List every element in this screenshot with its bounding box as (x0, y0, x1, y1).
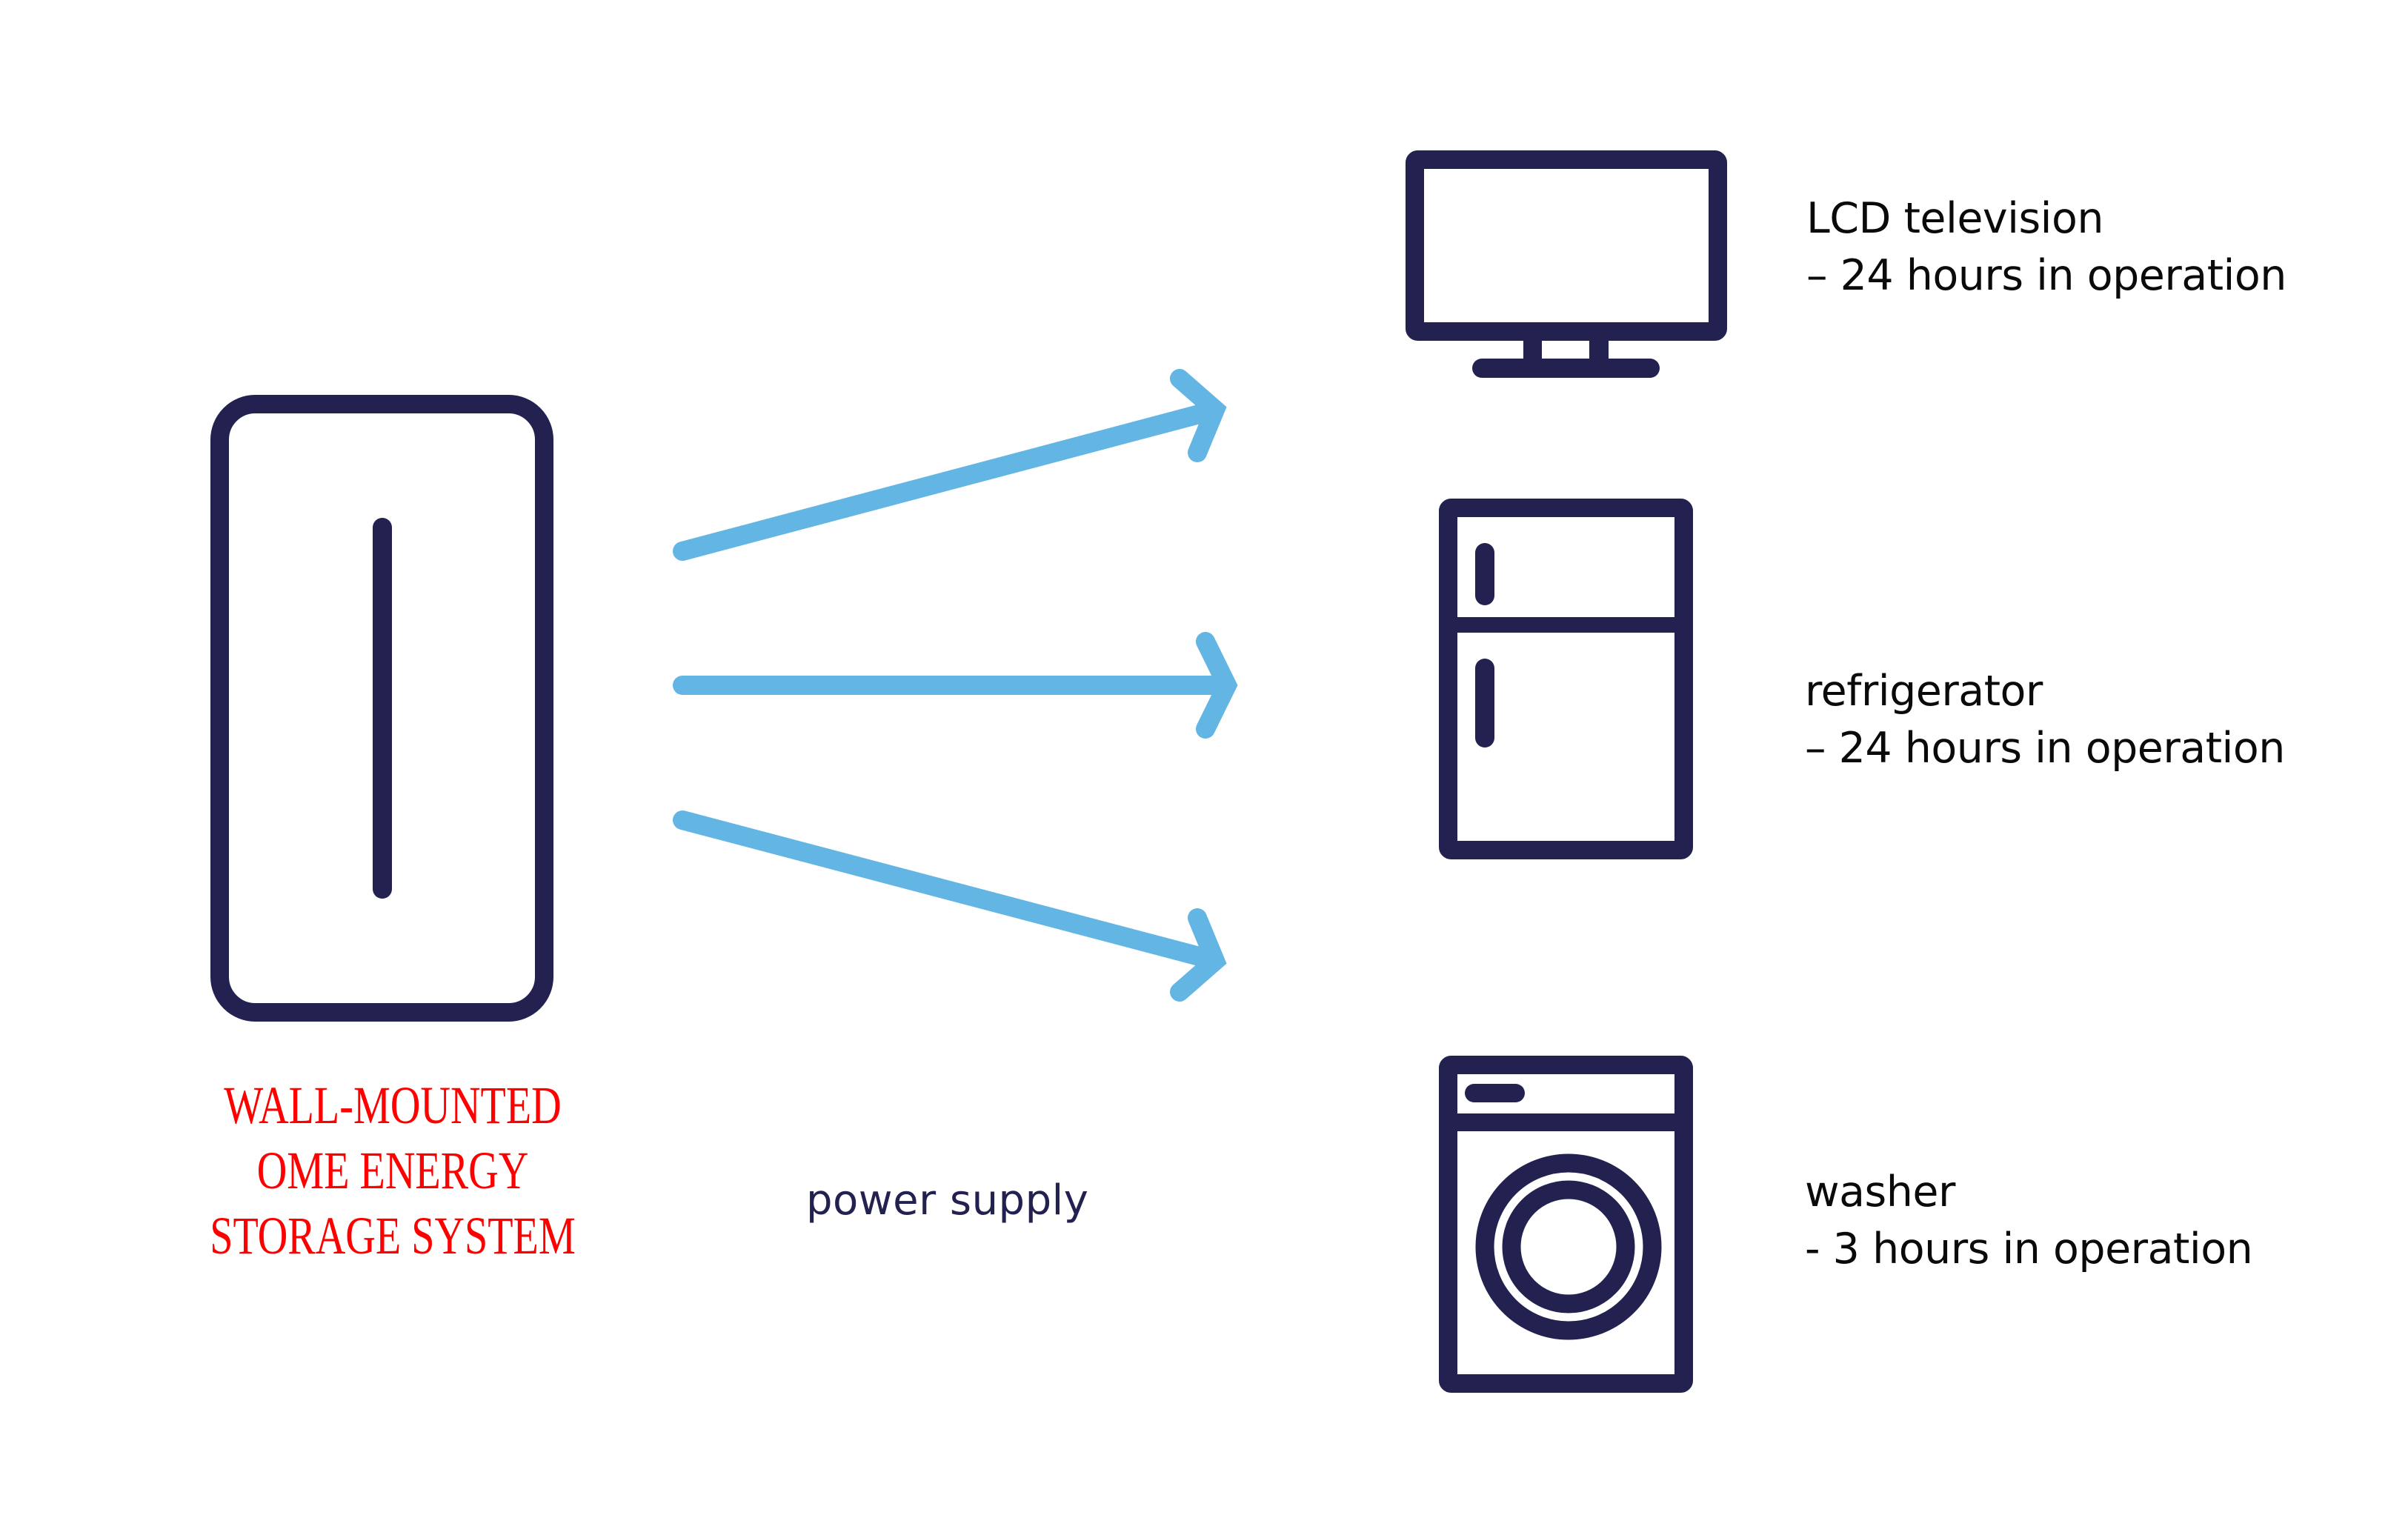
washing-machine-icon (1439, 1056, 1693, 1393)
storage-label-line-1: WALL-MOUNTED (224, 1076, 562, 1135)
washer-control-button (1465, 1084, 1525, 1102)
washer-door-outer (1475, 1153, 1662, 1340)
power-supply-arrows (673, 369, 1238, 1002)
refrigerator-icon (1439, 499, 1693, 859)
battery-cabinet-body (210, 395, 553, 1022)
washer-body (1439, 1056, 1693, 1393)
refrigerator-label-detail: – 24 hours in operation (1805, 724, 2285, 773)
energy-storage-label: WALL-MOUNTED OME ENERGY STORAGE SYSTEM (148, 1073, 637, 1268)
refrigerator-freezer-handle (1475, 543, 1494, 605)
refrigerator-body (1439, 499, 1693, 859)
refrigerator-label-name: refrigerator (1805, 667, 2043, 716)
washer-label-name: washer (1805, 1168, 1955, 1216)
tv-icon (1406, 150, 1727, 378)
refrigerator-label: refrigerator – 24 hours in operation (1805, 663, 2285, 777)
refrigerator-divider (1448, 617, 1683, 633)
washer-panel-divider (1448, 1113, 1683, 1131)
tv-label-detail: – 24 hours in operation (1806, 251, 2286, 300)
tv-label: LCD television – 24 hours in operation (1806, 190, 2286, 304)
washer-label-detail: - 3 hours in operation (1805, 1225, 2253, 1273)
refrigerator-door-handle (1475, 659, 1494, 747)
tv-screen (1406, 150, 1727, 341)
arrow-to-tv (673, 369, 1227, 561)
washer-door-inner (1502, 1180, 1635, 1313)
storage-label-line-2: OME ENERGY (256, 1141, 529, 1200)
storage-label-line-3: STORAGE SYSTEM (210, 1206, 576, 1265)
battery-cabinet-icon (210, 395, 553, 1022)
power-supply-label: power supply (806, 1176, 1089, 1225)
arrow-to-washer (673, 810, 1227, 1002)
tv-label-name: LCD television (1806, 194, 2103, 243)
tv-stand-base (1472, 359, 1660, 378)
washer-label: washer - 3 hours in operation (1805, 1164, 2253, 1278)
arrow-to-refrigerator (673, 632, 1238, 739)
battery-cabinet-indicator-bar (373, 518, 392, 899)
